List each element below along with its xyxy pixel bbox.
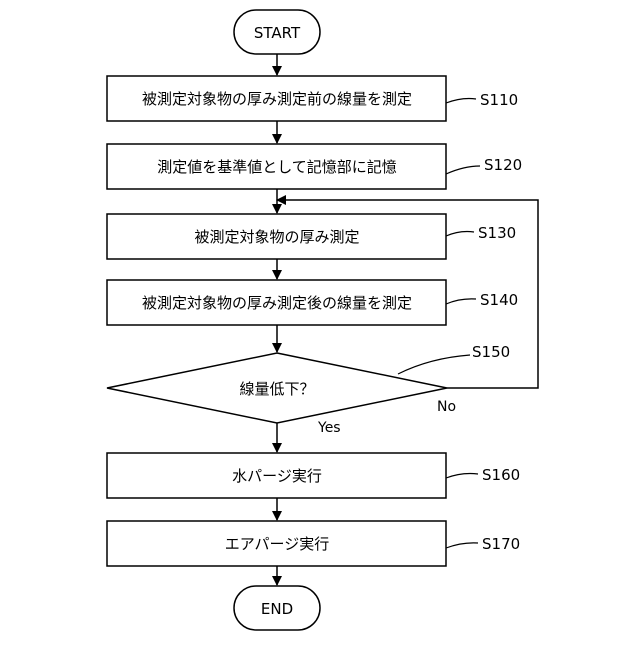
end-terminal: END	[234, 586, 320, 630]
start-terminal: START	[234, 10, 320, 54]
process-box-s120: 測定値を基準値として記憶部に記憶	[107, 144, 446, 189]
process-box-s140: 被測定対象物の厚み測定後の線量を測定	[107, 280, 446, 325]
decision-label-s150: 線量低下？	[239, 380, 314, 398]
step-id-s140: S140	[480, 291, 518, 309]
decision-diamond-s150: 線量低下？	[107, 353, 447, 423]
end-label: END	[261, 600, 293, 618]
leader-s170	[446, 543, 478, 548]
leader-s140	[446, 299, 476, 304]
step-id-s130: S130	[478, 224, 516, 242]
branch-label-yes: Yes	[317, 420, 341, 436]
leader-s130	[446, 232, 474, 237]
process-box-s110: 被測定対象物の厚み測定前の線量を測定	[107, 76, 446, 121]
process-label-s160: 水パージ実行	[232, 467, 322, 485]
leader-s110	[446, 99, 476, 104]
start-label: START	[254, 24, 301, 42]
process-label-s120: 測定値を基準値として記憶部に記憶	[157, 158, 397, 176]
leader-s150	[398, 355, 470, 374]
process-label-s130: 被測定対象物の厚み測定	[194, 228, 359, 246]
process-label-s170: エアパージ実行	[225, 535, 329, 553]
step-id-s120: S120	[484, 156, 522, 174]
step-id-s170: S170	[482, 535, 520, 553]
leader-s120	[446, 166, 480, 174]
process-box-s170: エアパージ実行	[107, 521, 446, 566]
process-box-s160: 水パージ実行	[107, 453, 446, 498]
branch-label-no: No	[437, 399, 456, 415]
step-id-s160: S160	[482, 466, 520, 484]
leader-s160	[446, 474, 478, 479]
step-id-s150: S150	[472, 343, 510, 361]
process-label-s140: 被測定対象物の厚み測定後の線量を測定	[142, 294, 412, 312]
process-box-s130: 被測定対象物の厚み測定	[107, 214, 446, 259]
step-id-s110: S110	[480, 91, 518, 109]
process-label-s110: 被測定対象物の厚み測定前の線量を測定	[142, 90, 412, 108]
